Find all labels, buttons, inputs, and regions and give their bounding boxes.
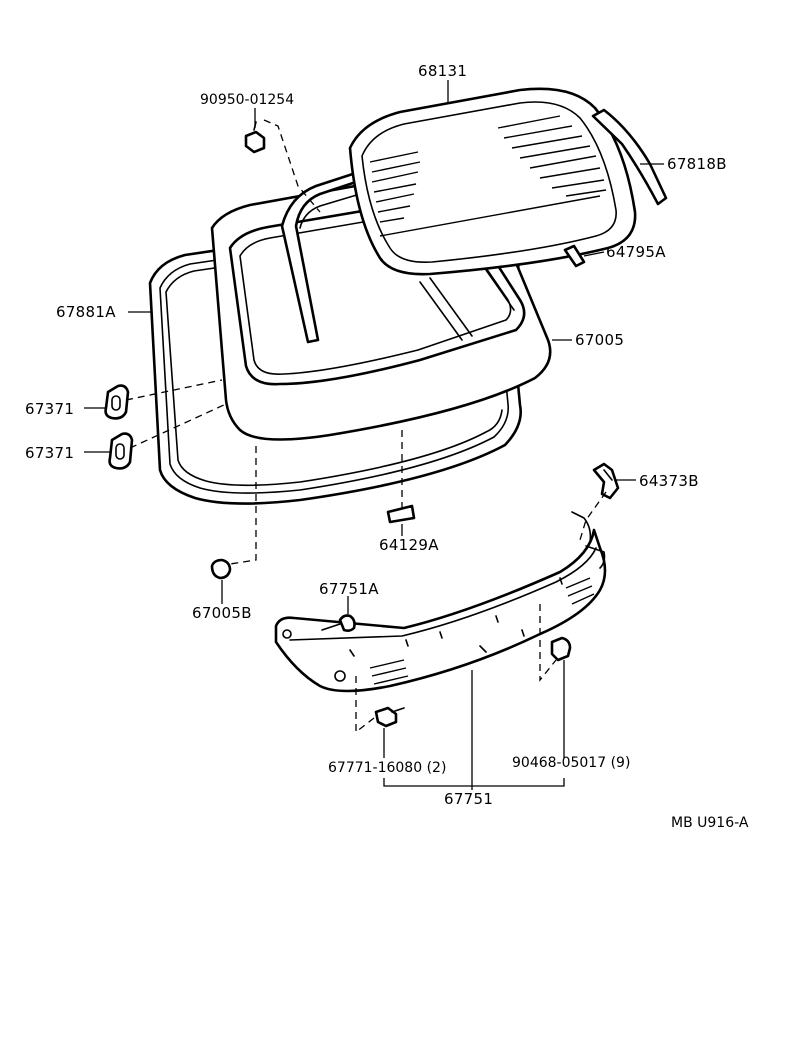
trim-board-67751-part: [274, 511, 607, 693]
drawing-code: MB U916-A: [671, 815, 749, 831]
label-90950-01254: 90950-01254: [200, 92, 294, 108]
label-67005: 67005: [575, 331, 624, 349]
clip-90950-01254-part: [244, 121, 266, 154]
label-67818b: 67818B: [667, 155, 727, 173]
label-67371-upper: 67371: [25, 400, 74, 418]
label-67751a: 67751A: [319, 580, 379, 598]
label-64129a: 64129A: [379, 536, 439, 554]
bracket-64373b-part: [592, 462, 620, 500]
label-64373b: 64373B: [639, 472, 699, 490]
back-door-glass-68131-part: [348, 87, 637, 276]
cushion-67005b-part: [210, 558, 232, 580]
stopper-64795a-part: [563, 244, 586, 268]
label-64795a: 64795A: [606, 243, 666, 261]
label-67751: 67751: [444, 790, 493, 808]
molding-67818b-part: [591, 108, 668, 206]
pad-64129a-part: [386, 504, 416, 524]
defogger-lines-pattern: [369, 115, 607, 237]
assembly-dashed-lines: [125, 119, 607, 734]
label-68131: 68131: [418, 62, 467, 80]
clip-67371-lower-part: [108, 432, 134, 470]
label-67371-lower: 67371: [25, 444, 74, 462]
leader-lines: [84, 80, 664, 790]
clip-67371-upper-part: [104, 384, 130, 420]
label-67771-16080: 67771-16080 (2): [328, 760, 446, 776]
label-90468-05017: 90468-05017 (9): [512, 755, 630, 771]
label-67881a: 67881A: [56, 303, 116, 321]
screw-67751a-part: [321, 614, 356, 632]
clip-67771-16080-part: [374, 706, 405, 728]
part-labels: 68131 90950-01254 67818B 64795A 67881A 6…: [25, 62, 749, 831]
upper-seal-strip-part: [280, 168, 370, 344]
label-67005b: 67005B: [192, 604, 252, 622]
clip-90468-05017-part: [550, 636, 572, 662]
